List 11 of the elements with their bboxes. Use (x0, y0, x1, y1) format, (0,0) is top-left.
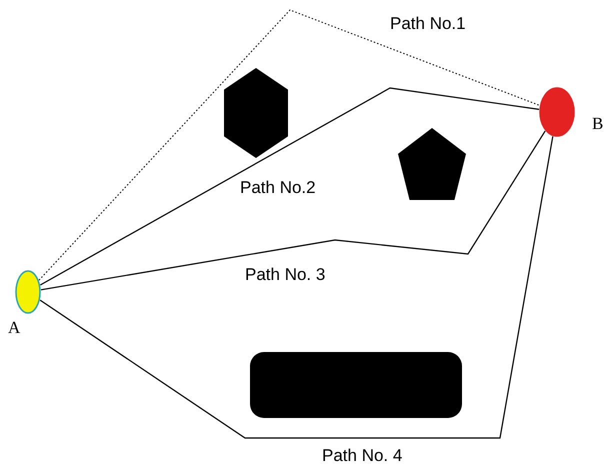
path-line (40, 130, 546, 290)
hexagon-obstacle (224, 68, 288, 158)
point-label: B (592, 114, 604, 134)
path-line (40, 136, 554, 439)
rectangle-obstacle (250, 352, 462, 418)
path-line (40, 87, 540, 286)
path-line (38, 9, 540, 281)
point-marker (15, 270, 41, 314)
point-marker (539, 87, 575, 137)
pentagon-obstacle (398, 128, 466, 200)
point-label: A (8, 318, 20, 338)
